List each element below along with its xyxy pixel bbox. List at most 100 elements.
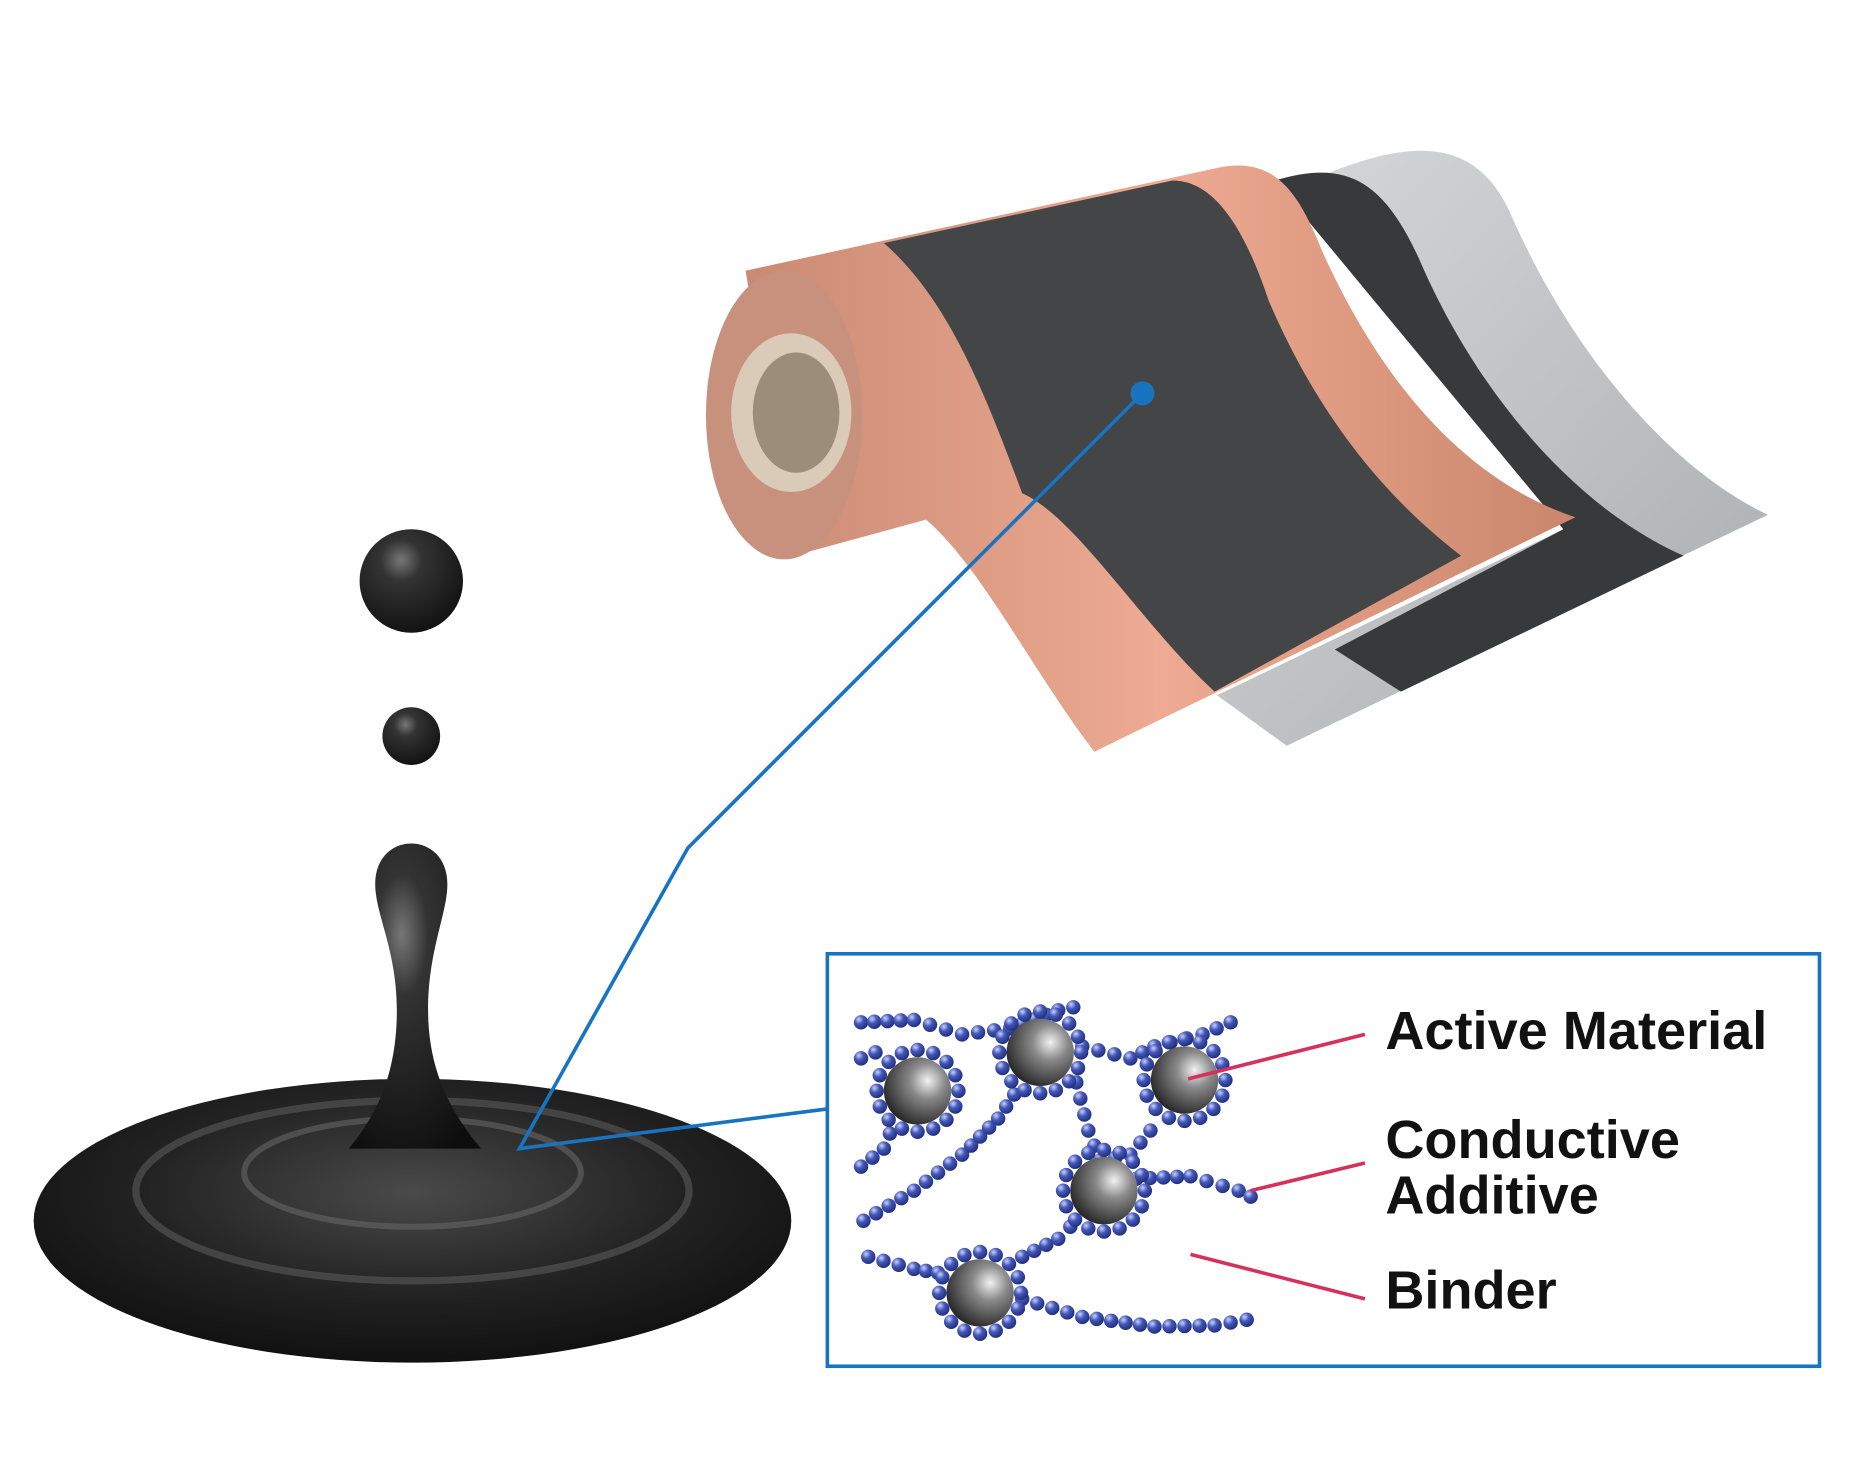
conductive-additive-bead bbox=[1004, 1074, 1019, 1089]
conductive-additive-bead bbox=[972, 1244, 988, 1260]
conductive-additive-bead bbox=[1029, 1296, 1045, 1311]
conductive-additive-bead bbox=[1026, 1243, 1042, 1259]
conductive-additive-bead bbox=[1125, 1212, 1141, 1227]
conductive-additive-bead bbox=[1143, 1123, 1158, 1138]
conductive-additive-bead bbox=[942, 1156, 958, 1171]
conductive-additive-bead bbox=[1014, 1249, 1030, 1265]
conductive-additive-bead bbox=[1066, 1000, 1081, 1015]
conductive-additive-bead bbox=[1134, 1199, 1149, 1214]
conductive-additive-bead bbox=[1112, 1145, 1127, 1161]
conductive-additive-bead bbox=[876, 1253, 891, 1269]
conductive-additive-bead bbox=[1169, 1169, 1185, 1185]
conductive-additive-bead bbox=[1075, 1309, 1090, 1325]
conductive-additive-bead bbox=[995, 1060, 1010, 1076]
conductive-additive-bead bbox=[988, 1247, 1003, 1263]
conductive-additive-bead bbox=[1045, 1300, 1060, 1316]
conductive-additive-bead bbox=[1073, 1045, 1089, 1060]
conductive-additive-bead bbox=[1137, 1183, 1153, 1198]
conductive-additive-bead bbox=[931, 1285, 947, 1301]
conductive-additive-bead bbox=[963, 1138, 979, 1153]
conductive-additive-bead bbox=[1206, 1101, 1221, 1117]
conductive-additive-bead bbox=[1132, 1317, 1148, 1332]
conductive-additive-bead bbox=[1048, 1007, 1064, 1022]
conductive-additive-bead bbox=[1239, 1312, 1254, 1327]
conductive-additive-bead bbox=[1096, 1142, 1112, 1158]
conductive-additive-bead bbox=[1070, 1060, 1086, 1076]
slurry-droplet-small bbox=[382, 707, 441, 765]
conductive-additive-bead bbox=[1081, 1145, 1096, 1161]
conductive-additive-bead bbox=[910, 1124, 925, 1139]
active-material-particle bbox=[1006, 1018, 1074, 1087]
conductive-additive-bead bbox=[1107, 1047, 1122, 1062]
conductive-additive-bead bbox=[906, 1183, 922, 1198]
conductive-additive-bead bbox=[1118, 1315, 1133, 1330]
conductive-additive-bead bbox=[1147, 1319, 1162, 1334]
slurry-droplets bbox=[33, 529, 792, 1363]
conductive-additive-bead bbox=[925, 1121, 941, 1136]
conductive-additive-bead bbox=[1156, 1170, 1171, 1185]
conductive-additive-bead bbox=[853, 1159, 869, 1174]
leader-conductive-additive bbox=[1250, 1161, 1366, 1193]
conductive-additive-bead bbox=[935, 1301, 950, 1316]
conductive-additive-bead bbox=[869, 1083, 884, 1099]
conductive-additive-bead bbox=[881, 1054, 896, 1070]
conductive-additive-bead bbox=[930, 1165, 946, 1180]
label-conductive-line1: Conductive bbox=[1385, 1110, 1680, 1170]
conductive-additive-bead bbox=[1218, 1072, 1233, 1088]
electrode-roll bbox=[705, 150, 1768, 752]
conductive-additive-bead bbox=[856, 1213, 871, 1228]
conductive-additive-bead bbox=[1183, 1169, 1198, 1184]
conductive-additive-bead bbox=[954, 1027, 970, 1042]
microstructure-inset bbox=[825, 951, 1822, 1369]
conductive-additive-chains bbox=[853, 1000, 1258, 1342]
conductive-additive-bead bbox=[1223, 1015, 1238, 1030]
conductive-additive-bead bbox=[906, 1012, 922, 1028]
active-material-particles bbox=[883, 1018, 1219, 1327]
conductive-additive-bead bbox=[1199, 1173, 1214, 1189]
conductive-additive-bead bbox=[1192, 1318, 1207, 1333]
conductive-additive-bead bbox=[1010, 1301, 1026, 1316]
conductive-additive-bead bbox=[881, 1112, 896, 1127]
slurry-splash-column bbox=[348, 843, 482, 1149]
conductive-additive-bead bbox=[1161, 1110, 1177, 1126]
conductive-additive-bead bbox=[881, 1198, 896, 1213]
conductive-additive-bead bbox=[990, 1111, 1006, 1126]
conductive-additive-bead bbox=[1103, 1313, 1119, 1329]
conductive-additive-bead bbox=[1207, 1318, 1222, 1333]
conductive-additive-bead bbox=[957, 1323, 972, 1338]
conductive-additive-bead bbox=[1077, 1107, 1092, 1122]
conductive-additive-bead bbox=[894, 1190, 909, 1206]
conductive-additive-bead bbox=[939, 1112, 954, 1127]
callout-dot bbox=[1130, 381, 1155, 406]
conductive-additive-bead bbox=[1206, 1043, 1221, 1059]
conductive-additive-bead bbox=[1073, 1091, 1088, 1106]
slurry-puddle bbox=[33, 1078, 792, 1363]
conductive-additive-bead bbox=[894, 1045, 910, 1061]
conductive-additive-bead bbox=[894, 1121, 910, 1136]
conductive-additive-bead bbox=[1058, 1167, 1074, 1183]
conductive-additive-bead bbox=[853, 1051, 869, 1066]
label-active-material: Active Material bbox=[1385, 1001, 1767, 1061]
conductive-additive-bead bbox=[957, 1247, 972, 1263]
conductive-additive-bead bbox=[939, 1054, 954, 1070]
conductive-additive-bead bbox=[1139, 1088, 1154, 1103]
conductive-additive-bead bbox=[868, 1206, 884, 1221]
conductive-additive-bead bbox=[1004, 1016, 1019, 1031]
conductive-additive-bead bbox=[1177, 1318, 1192, 1334]
conductive-additive-bead bbox=[867, 1014, 882, 1029]
conductive-additive-bead bbox=[1055, 1183, 1071, 1198]
conductive-additive-bead bbox=[1135, 1045, 1150, 1060]
conductive-additive-bead bbox=[906, 1261, 922, 1277]
conductive-additive-bead bbox=[865, 1150, 880, 1165]
conductive-additive-bead bbox=[1223, 1315, 1238, 1330]
callout-line bbox=[516, 392, 1144, 1151]
conductive-additive-bead bbox=[1096, 1224, 1112, 1239]
conductive-additive-bead bbox=[1215, 1088, 1230, 1103]
conductive-additive-bead bbox=[1123, 1051, 1138, 1066]
conductive-additive-bead bbox=[893, 1013, 908, 1028]
conductive-additive-bead bbox=[1061, 1074, 1077, 1089]
conductive-additive-bead bbox=[910, 1042, 925, 1058]
conductive-additive-bead bbox=[918, 1174, 934, 1189]
conductive-additive-bead bbox=[948, 1068, 963, 1083]
